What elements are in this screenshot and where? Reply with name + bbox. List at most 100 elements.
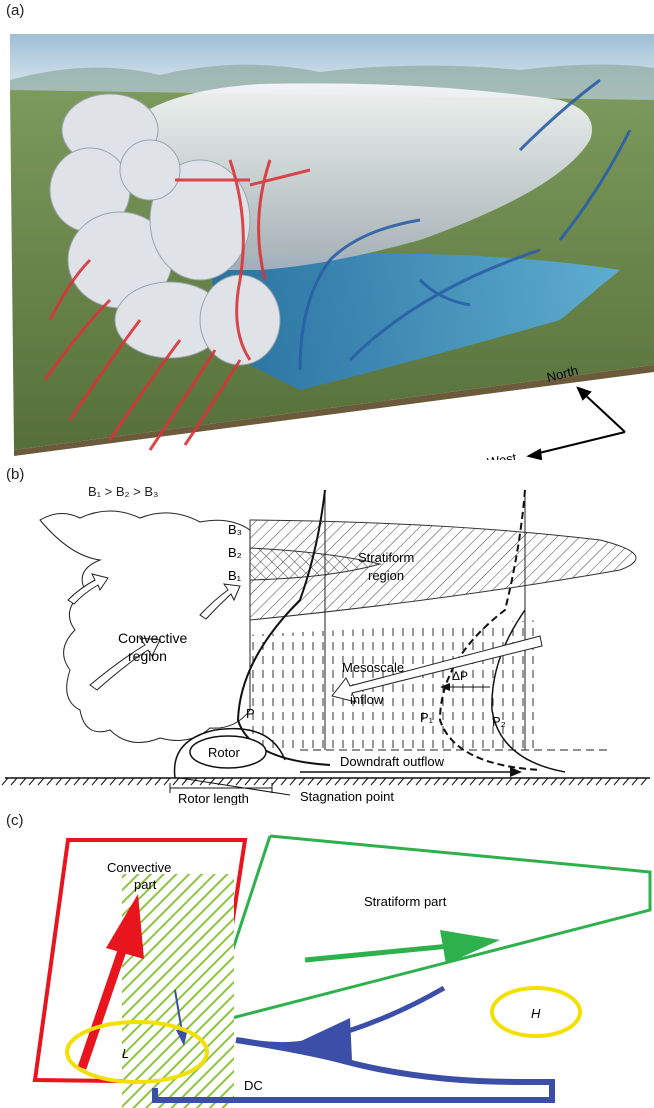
ground-hatch-tick xyxy=(514,777,522,786)
ground-hatch-tick xyxy=(64,777,72,786)
stratiform-flow-arrowhead xyxy=(440,930,500,964)
ground-hatch-tick xyxy=(262,777,270,786)
ground-hatch-tick xyxy=(1,777,9,786)
ground-hatch-tick xyxy=(478,777,486,786)
buoyancy-inequality: B₁ > B₂ > B₃ xyxy=(88,484,158,499)
stratiform-cloud xyxy=(249,519,637,621)
ground-hatch-tick xyxy=(586,777,594,786)
ground-hatch-tick xyxy=(487,777,495,786)
ground-hatch-tick xyxy=(568,777,576,786)
label-low: L xyxy=(122,1046,129,1061)
compass xyxy=(526,386,626,460)
ground-hatch-tick xyxy=(388,777,396,786)
label-rotor: Rotor xyxy=(208,745,240,760)
ground-hatch-tick xyxy=(136,777,144,786)
rotor-ellipse xyxy=(189,735,267,769)
ground-hatch-tick xyxy=(469,777,477,786)
ground-hatch-tick xyxy=(253,777,261,786)
updraft-arrowhead-red xyxy=(106,894,144,959)
cold-flow-arrows xyxy=(298,78,632,371)
ground-hatch-tick xyxy=(352,777,360,786)
ground-hatch-tick xyxy=(406,777,414,786)
ground-hatch-tick xyxy=(370,777,378,786)
label-p2: P₂ xyxy=(492,714,506,729)
ground-hatch-tick xyxy=(109,777,117,786)
stratiform-flow-arrow xyxy=(304,943,451,963)
compass-west-label: West xyxy=(486,450,518,460)
ground-hatch-tick xyxy=(559,777,567,786)
label-dc: DC xyxy=(244,1078,263,1093)
high-pressure-ellipse xyxy=(490,986,582,1038)
warm-inflow-arrows xyxy=(43,159,311,451)
ground-hatch-tick xyxy=(397,777,405,786)
ground-hatch-tick xyxy=(424,777,432,786)
label-convective-2: region xyxy=(128,648,167,664)
ground-hatch-tick xyxy=(19,777,27,786)
ground-hatch-tick xyxy=(118,777,126,786)
label-convective-part-1: Convective xyxy=(107,860,171,875)
ground-hatch-tick xyxy=(37,777,45,786)
ground-hatch-tick xyxy=(244,777,252,786)
label-stratiform-2: region xyxy=(368,568,404,583)
convective-cloud xyxy=(49,93,281,366)
label-convective-1: Convective xyxy=(118,630,187,646)
ground-hatch-tick xyxy=(622,777,630,786)
ground-hatch-tick xyxy=(451,777,459,786)
ground-hatch-tick xyxy=(91,777,99,786)
rain-area xyxy=(210,253,620,390)
ground-hatch-tick xyxy=(145,777,153,786)
mesoscale-inflow-arrow xyxy=(331,635,543,703)
convective-hatched-area xyxy=(122,874,234,1108)
compass-north-label: North xyxy=(545,363,579,385)
label-stagnation-point: Stagnation point xyxy=(300,789,394,804)
ground-hatch-tick xyxy=(226,777,234,786)
stagnation-pointer xyxy=(179,777,291,796)
ground-hatch-tick xyxy=(379,777,387,786)
label-b3: B₃ xyxy=(228,522,242,537)
ground-hatch-tick xyxy=(343,777,351,786)
label-delta-p: ΔP xyxy=(452,669,468,683)
ground-hatch-tick xyxy=(28,777,36,786)
ground-hatch-tick xyxy=(46,777,54,786)
label-stratiform-part: Stratiform part xyxy=(364,894,447,909)
ground-hatch-tick xyxy=(433,777,441,786)
label-inflow: inflow xyxy=(350,692,384,707)
ground-hatch-tick xyxy=(154,777,162,786)
downdraft-arrow-blue xyxy=(174,989,183,1033)
ground-hatch-tick xyxy=(307,777,315,786)
label-stratiform-1: Stratiform xyxy=(358,550,414,565)
panel-b-schematic: B₁ > B₂ > B₃ B₃ B₂ B₁ Stratiform regi xyxy=(1,484,650,805)
label-downdraft-outflow: Downdraft outflow xyxy=(340,754,445,769)
ground-hatch-tick xyxy=(208,777,216,786)
ground-hatch-tick xyxy=(82,777,90,786)
ground-hatch-tick xyxy=(460,777,468,786)
stratiform-inner-band xyxy=(249,547,382,581)
ground-hatch-tick xyxy=(595,777,603,786)
panel-a-illustration: North West xyxy=(10,34,654,460)
ground-hatch-tick xyxy=(532,777,540,786)
ground-hatch-tick xyxy=(640,777,648,786)
ground-hatch-tick xyxy=(523,777,531,786)
ground-hatch-tick xyxy=(271,777,279,786)
ground-hatch-tick xyxy=(172,777,180,786)
ground-hatch-tick xyxy=(550,777,558,786)
ground-hatch-tick xyxy=(541,777,549,786)
ground-hatch-tick xyxy=(163,777,171,786)
label-high: H xyxy=(531,1006,541,1021)
panel-c-schematic: Convective part Stratiform part L H DC xyxy=(32,834,652,1108)
ground-hatch-tick xyxy=(442,777,450,786)
updraft-arrow-red xyxy=(77,943,129,1070)
ground-hatch-tick xyxy=(316,777,324,786)
stratiform-outline-green xyxy=(231,834,652,1020)
ground-hatch-tick xyxy=(100,777,108,786)
ground-hatch-tick xyxy=(631,777,639,786)
ground-hatch-tick xyxy=(325,777,333,786)
rear-inflow-arrowhead xyxy=(282,1018,352,1060)
ground-hatch-tick xyxy=(496,777,504,786)
ground-hatch-tick xyxy=(190,777,198,786)
ground-hatch-tick xyxy=(73,777,81,786)
ground-edge xyxy=(14,365,654,456)
ground-hatch-tick xyxy=(505,777,513,786)
rotor-circulation xyxy=(173,727,286,779)
ground-hatch-tick xyxy=(10,777,18,786)
